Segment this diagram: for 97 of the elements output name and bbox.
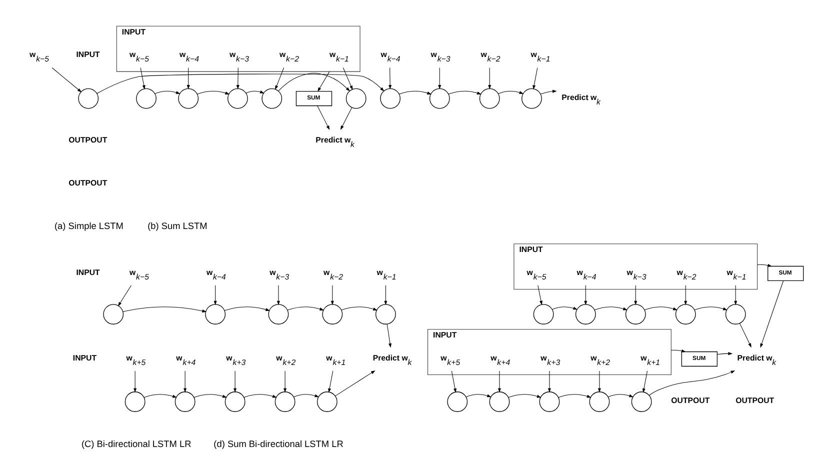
arrow [154, 90, 180, 94]
arrow [684, 285, 688, 306]
arrow [318, 71, 330, 92]
arrow [532, 68, 538, 90]
node-circle [631, 392, 652, 412]
arrow [642, 370, 648, 393]
arrow [644, 306, 678, 310]
node-circle [522, 88, 542, 109]
arrow [224, 306, 270, 311]
arrow [328, 370, 334, 393]
arrow [234, 370, 237, 393]
arrow [498, 90, 524, 94]
arrow [548, 370, 551, 393]
arrow [508, 394, 542, 398]
node-circle [174, 392, 196, 412]
node-circle [489, 392, 510, 412]
node-circle [589, 392, 610, 412]
node-circle [103, 304, 124, 324]
node-circle [316, 392, 338, 412]
node-circle [228, 88, 248, 109]
label: (a) Simple LSTM [54, 221, 124, 232]
node-circle [625, 304, 646, 324]
arrow [760, 280, 784, 348]
node-circle [224, 392, 246, 412]
arrow [694, 306, 728, 310]
arrow [294, 394, 320, 398]
arrow [598, 370, 601, 393]
node-circle [322, 304, 343, 324]
arrow [140, 68, 146, 90]
node-circle [178, 88, 199, 109]
node-circle [429, 88, 450, 109]
arrow [122, 306, 207, 312]
arrow [739, 323, 752, 348]
arrow [330, 285, 334, 306]
label: (C) Bi-directional LSTM LR [81, 438, 192, 449]
arrow [670, 349, 686, 352]
arrow [438, 68, 442, 90]
node-circle [124, 392, 146, 412]
arrow [278, 72, 350, 92]
arrow [466, 394, 492, 398]
node-circle [575, 304, 596, 324]
arrow [134, 370, 137, 393]
arrow [194, 394, 227, 398]
arrow [214, 285, 217, 306]
node-circle [479, 88, 500, 109]
node-circle [274, 392, 296, 412]
arrow [558, 394, 592, 398]
arrow [717, 352, 733, 356]
arrow [284, 370, 287, 393]
arrow [236, 68, 240, 90]
arrow [634, 285, 638, 306]
node-circle [262, 88, 282, 109]
label: (b) Sum LSTM [148, 221, 208, 232]
arrow [244, 394, 277, 398]
arrow [287, 306, 324, 310]
arrow [335, 370, 376, 396]
arrow [757, 264, 772, 267]
node-circle [533, 304, 554, 324]
arrow [538, 285, 542, 306]
arrow [186, 68, 190, 90]
node-circle [136, 88, 156, 109]
arrow [734, 285, 738, 306]
arrow [52, 68, 82, 92]
arrow [246, 90, 264, 94]
arrow [317, 106, 330, 130]
node-circle [205, 304, 226, 324]
arrow [398, 90, 432, 94]
arrow [96, 74, 384, 94]
arrow [388, 68, 392, 90]
arrow [184, 370, 187, 393]
arrow [196, 90, 230, 94]
arrow [342, 68, 353, 90]
arrow [552, 306, 578, 310]
node-circle [268, 304, 289, 324]
arrow [608, 394, 634, 398]
arrow [275, 68, 284, 90]
arrow [498, 370, 501, 393]
arrow [451, 370, 456, 393]
arrow [540, 90, 557, 94]
arrow [584, 285, 588, 306]
arrow [276, 285, 280, 306]
arrow [144, 394, 177, 398]
arrow [488, 68, 492, 90]
arrow [340, 107, 352, 130]
node-circle [539, 392, 560, 412]
label: (d) Sum Bi-directional LSTM LR [214, 438, 344, 449]
node-circle [725, 304, 746, 324]
arrow [384, 285, 388, 306]
arrow [341, 306, 378, 310]
node-circle [675, 304, 696, 324]
node-circle [447, 392, 468, 412]
arrow [648, 370, 736, 396]
arrow [118, 285, 132, 306]
arrow [594, 306, 628, 310]
arrow [386, 324, 392, 348]
node-circle [376, 304, 396, 324]
arrow [448, 90, 482, 94]
